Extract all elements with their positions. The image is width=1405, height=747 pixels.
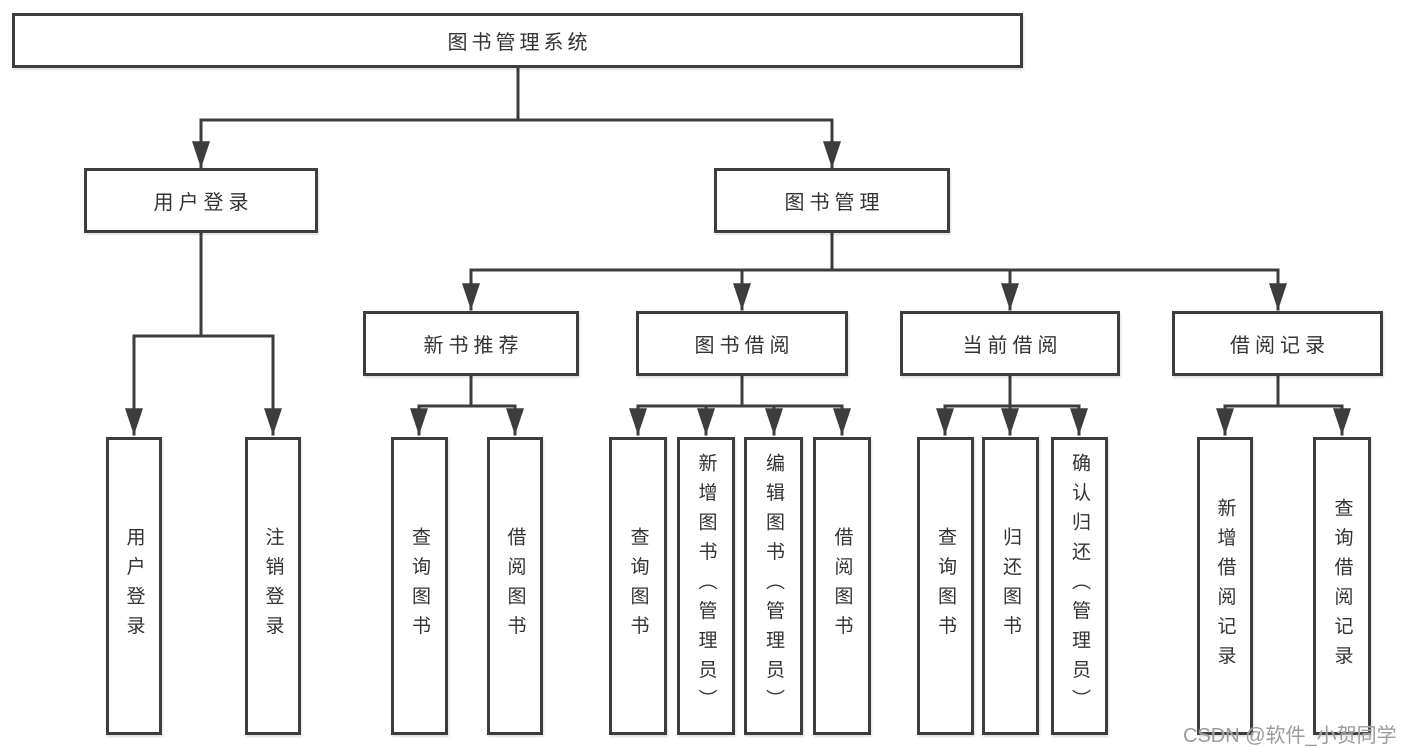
node-return-books: 归还图书 (982, 437, 1039, 735)
node-label: 新增图书（管理员） (695, 453, 717, 719)
node-book-borrowing: 图书借阅 (636, 311, 848, 376)
node-label: 图书管理 (784, 192, 885, 214)
node-label: 新书推荐 (423, 335, 524, 357)
node-add-borrow-record: 新增借阅记录 (1197, 437, 1253, 735)
node-edit-books-admin: 编辑图书（管理员） (744, 437, 803, 735)
node-label: 图书管理系统 (447, 32, 592, 54)
node-label: 归还图书 (1000, 527, 1021, 645)
node-user-login-action: 用户登录 (106, 437, 162, 735)
node-current-borrowing: 当前借阅 (900, 311, 1120, 376)
node-user-login: 用户登录 (84, 168, 318, 233)
node-query-borrow-record: 查询借阅记录 (1313, 437, 1371, 735)
node-query-books-borrowing: 查询图书 (609, 437, 667, 735)
node-add-books-admin: 新增图书（管理员） (677, 437, 735, 735)
node-library-management-system: 图书管理系统 (12, 13, 1023, 68)
node-borrow-books-recommendation: 借阅图书 (487, 437, 543, 735)
node-label: 查询图书 (627, 527, 649, 645)
node-query-books-current: 查询图书 (917, 437, 974, 735)
node-label: 图书借阅 (694, 335, 795, 357)
node-borrow-books-borrowing: 借阅图书 (813, 437, 871, 735)
node-label: 借阅记录 (1230, 335, 1330, 357)
node-book-management: 图书管理 (714, 168, 950, 233)
node-logout-action: 注销登录 (245, 437, 301, 735)
node-query-books-recommendation: 查询图书 (391, 437, 448, 735)
watermark: CSDN @软件_小贺同学 (1183, 725, 1397, 747)
node-label: 用户登录 (123, 527, 145, 645)
node-label: 新增借阅记录 (1214, 497, 1236, 675)
node-label: 查询借阅记录 (1331, 497, 1353, 675)
node-label: 确认归还（管理员） (1069, 453, 1090, 719)
node-new-book-recommendation: 新书推荐 (363, 311, 579, 376)
node-confirm-return-admin: 确认归还（管理员） (1051, 437, 1108, 735)
node-label: 当前借阅 (962, 335, 1063, 357)
node-label: 查询图书 (409, 527, 430, 645)
node-label: 借阅图书 (831, 527, 853, 645)
node-label: 借阅图书 (504, 527, 526, 645)
node-label: 查询图书 (935, 527, 956, 645)
node-label: 编辑图书（管理员） (763, 453, 784, 719)
node-borrowing-records: 借阅记录 (1172, 311, 1383, 376)
node-label: 用户登录 (153, 192, 254, 214)
node-label: 注销登录 (262, 527, 284, 645)
